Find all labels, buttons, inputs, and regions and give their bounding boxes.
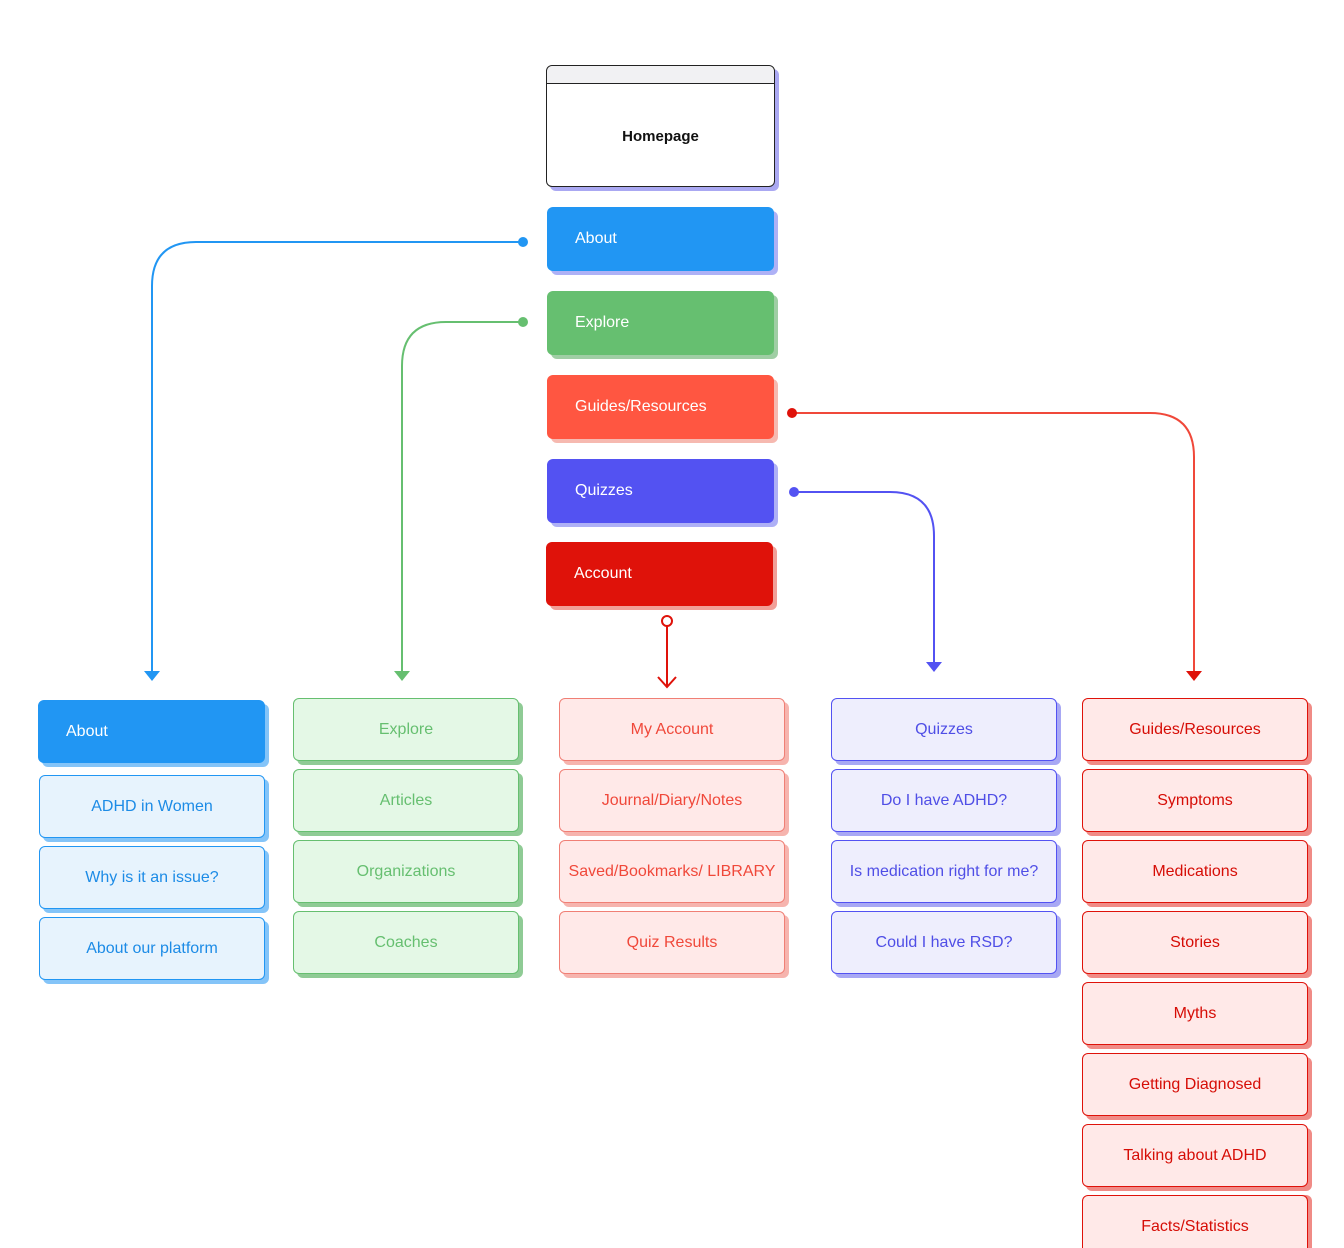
connector-account-start bbox=[661, 615, 673, 627]
quizzes-header[interactable]: Quizzes bbox=[831, 698, 1057, 761]
guides-item-myths[interactable]: Myths bbox=[1082, 982, 1308, 1045]
account-item-label: Saved/Bookmarks/ LIBRARY bbox=[568, 862, 776, 880]
about-item-about-platform[interactable]: About our platform bbox=[39, 917, 265, 980]
explore-item-label: Coaches bbox=[374, 933, 438, 951]
connector-explore bbox=[401, 321, 523, 672]
connector-quizzes-arrow bbox=[926, 662, 942, 672]
menu-guides[interactable]: Guides/Resources bbox=[547, 375, 774, 439]
guides-item-getting-diagnosed[interactable]: Getting Diagnosed bbox=[1082, 1053, 1308, 1116]
explore-header[interactable]: Explore bbox=[293, 698, 519, 761]
menu-quizzes[interactable]: Quizzes bbox=[547, 459, 774, 523]
menu-account[interactable]: Account bbox=[546, 542, 773, 606]
guides-item-medications[interactable]: Medications bbox=[1082, 840, 1308, 903]
quizzes-item-label: Do I have ADHD? bbox=[880, 791, 1008, 809]
connector-quizzes-start bbox=[789, 487, 799, 497]
guides-item-facts[interactable]: Facts/Statistics bbox=[1082, 1195, 1308, 1248]
account-item-journal[interactable]: Journal/Diary/Notes bbox=[559, 769, 785, 832]
about-item-label: About our platform bbox=[86, 939, 218, 957]
menu-about[interactable]: About bbox=[547, 207, 774, 271]
menu-about-label: About bbox=[575, 230, 617, 247]
quizzes-item-rsd[interactable]: Could I have RSD? bbox=[831, 911, 1057, 974]
guides-item-label: Medications bbox=[1152, 862, 1238, 880]
quizzes-item-label: Could I have RSD? bbox=[875, 933, 1013, 951]
guides-header-label: Guides/Resources bbox=[1129, 720, 1261, 738]
connector-guides bbox=[793, 412, 1195, 672]
guides-item-symptoms[interactable]: Symptoms bbox=[1082, 769, 1308, 832]
quizzes-header-label: Quizzes bbox=[915, 720, 973, 738]
menu-guides-label: Guides/Resources bbox=[575, 398, 707, 415]
guides-item-label: Talking about ADHD bbox=[1123, 1146, 1267, 1164]
connector-about bbox=[151, 241, 523, 672]
menu-explore[interactable]: Explore bbox=[547, 291, 774, 355]
menu-explore-label: Explore bbox=[575, 314, 630, 331]
explore-item-articles[interactable]: Articles bbox=[293, 769, 519, 832]
guides-item-label: Symptoms bbox=[1157, 791, 1233, 809]
connector-about-arrow bbox=[144, 671, 160, 681]
connector-explore-arrow bbox=[394, 671, 410, 681]
guides-header[interactable]: Guides/Resources bbox=[1082, 698, 1308, 761]
menu-quizzes-label: Quizzes bbox=[575, 482, 633, 499]
about-header-label: About bbox=[66, 722, 108, 740]
quizzes-item-medication[interactable]: Is medication right for me? bbox=[831, 840, 1057, 903]
homepage-title: Homepage bbox=[622, 128, 699, 145]
account-item-label: Quiz Results bbox=[626, 933, 718, 951]
explore-item-label: Articles bbox=[379, 791, 433, 809]
guides-item-label: Getting Diagnosed bbox=[1128, 1075, 1262, 1093]
menu-account-label: Account bbox=[574, 565, 632, 582]
about-header[interactable]: About bbox=[38, 700, 265, 763]
explore-item-label: Organizations bbox=[356, 862, 456, 880]
quizzes-item-label: Is medication right for me? bbox=[849, 862, 1039, 880]
about-item-label: Why is it an issue? bbox=[85, 868, 219, 886]
explore-header-label: Explore bbox=[378, 720, 434, 738]
account-item-saved[interactable]: Saved/Bookmarks/ LIBRARY bbox=[559, 840, 785, 903]
about-item-why-issue[interactable]: Why is it an issue? bbox=[39, 846, 265, 909]
connector-about-start bbox=[518, 237, 528, 247]
account-item-label: Journal/Diary/Notes bbox=[601, 791, 743, 809]
about-item-label: ADHD in Women bbox=[91, 797, 213, 815]
connector-guides-arrow bbox=[1186, 671, 1202, 681]
connector-explore-start bbox=[518, 317, 528, 327]
guides-item-stories[interactable]: Stories bbox=[1082, 911, 1308, 974]
connector-quizzes bbox=[794, 491, 935, 662]
explore-item-organizations[interactable]: Organizations bbox=[293, 840, 519, 903]
connector-guides-start bbox=[787, 408, 797, 418]
guides-item-label: Myths bbox=[1173, 1004, 1217, 1022]
guides-item-label: Facts/Statistics bbox=[1141, 1218, 1249, 1235]
quizzes-item-adhd[interactable]: Do I have ADHD? bbox=[831, 769, 1057, 832]
account-header[interactable]: My Account bbox=[559, 698, 785, 761]
guides-item-talking[interactable]: Talking about ADHD bbox=[1082, 1124, 1308, 1187]
connector-account-arrow bbox=[657, 676, 677, 689]
guides-item-label: Stories bbox=[1170, 933, 1220, 951]
account-header-label: My Account bbox=[630, 720, 714, 738]
account-item-quiz-results[interactable]: Quiz Results bbox=[559, 911, 785, 974]
explore-item-coaches[interactable]: Coaches bbox=[293, 911, 519, 974]
homepage-node[interactable]: Homepage bbox=[546, 65, 775, 187]
about-item-adhd-in-women[interactable]: ADHD in Women bbox=[39, 775, 265, 838]
window-title-bar bbox=[547, 66, 774, 84]
